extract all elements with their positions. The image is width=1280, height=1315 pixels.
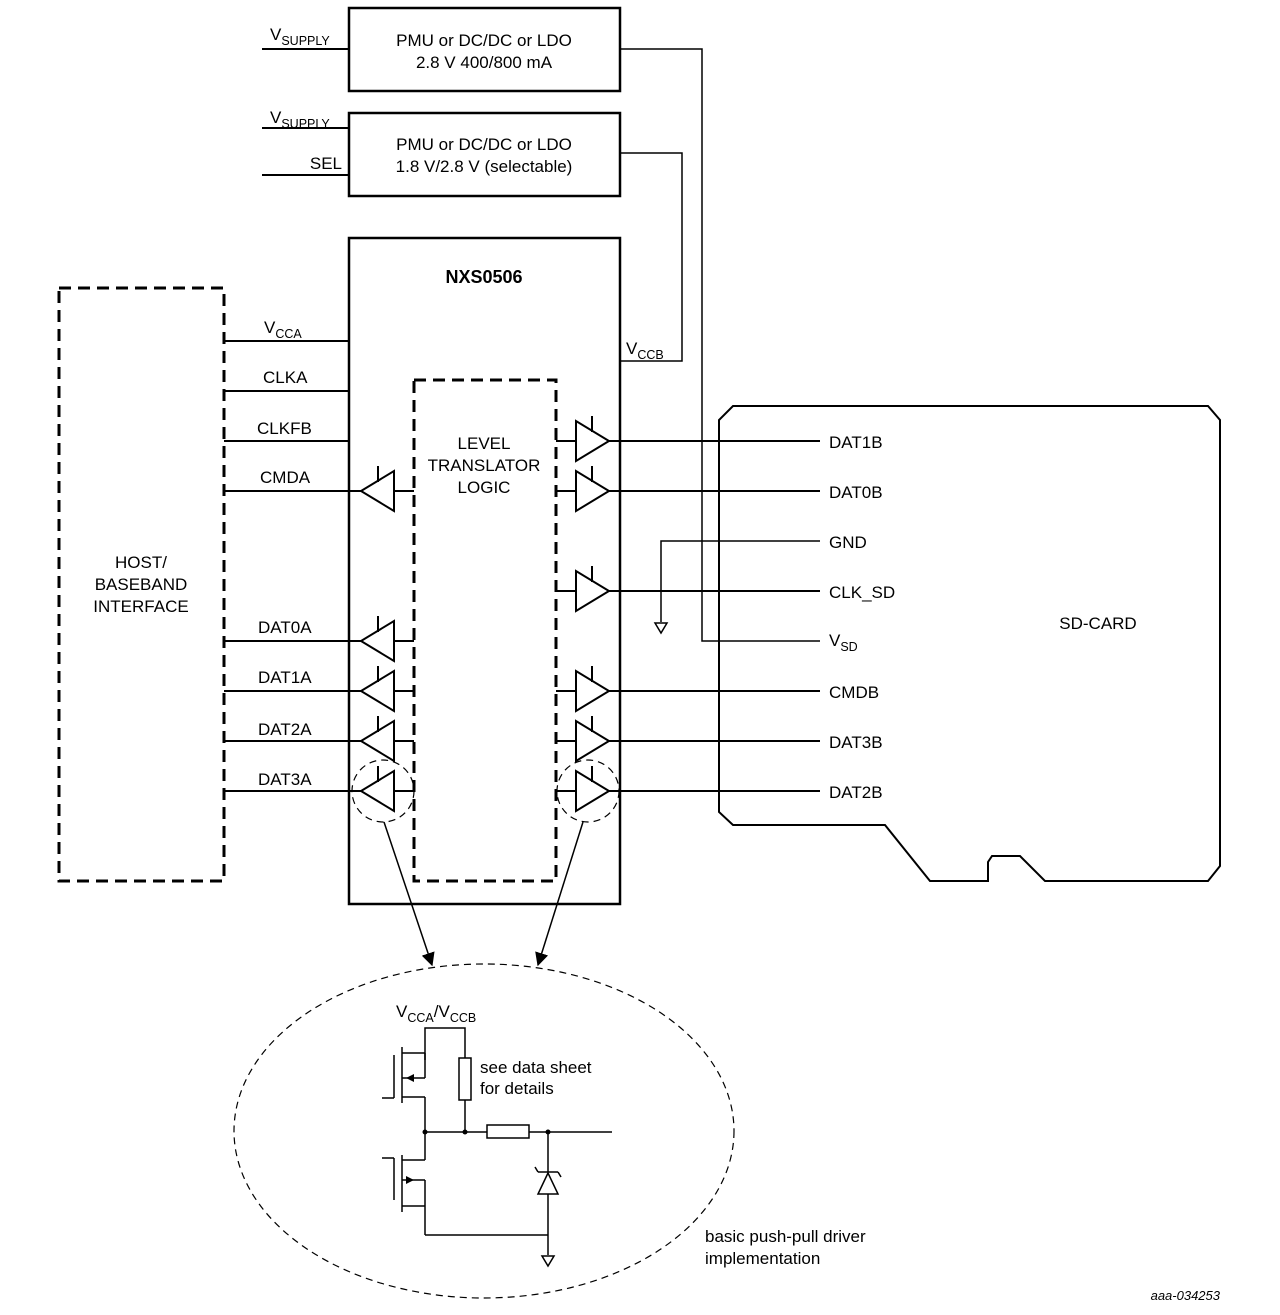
buffer-cmda xyxy=(359,466,414,513)
pin-dat2b: DAT2B xyxy=(829,783,883,802)
pin-dat0a: DAT0A xyxy=(258,618,312,637)
driver-detail: VCCA/VCCB xyxy=(233,963,735,1299)
supply-2-line2: 1.8 V/2.8 V (selectable) xyxy=(396,157,573,176)
buffer-dat3a xyxy=(359,766,414,813)
caption-line2: implementation xyxy=(705,1249,820,1268)
supply-1-line1: PMU or DC/DC or LDO xyxy=(396,31,572,50)
sd-card-label: SD-CARD xyxy=(1059,614,1136,633)
supply-box-1: VSUPPLY PMU or DC/DC or LDO 2.8 V 400/80… xyxy=(262,6,622,93)
host-interface: HOST/ BASEBAND INTERFACE xyxy=(57,286,226,883)
buffer-dat1a xyxy=(359,666,414,713)
supply-2-input-label: VSUPPLY xyxy=(270,108,330,131)
zoom-arrow-right xyxy=(535,821,584,967)
zoom-arrow-left xyxy=(383,821,435,967)
buffer-dat2a xyxy=(359,716,414,763)
figure-reference: aaa-034253 xyxy=(1151,1288,1221,1303)
pin-clkfb: CLKFB xyxy=(257,419,312,438)
detail-note-line1: see data sheet xyxy=(480,1058,592,1077)
pin-dat0b: DAT0B xyxy=(829,483,883,502)
logic-line-2: TRANSLATOR xyxy=(428,456,541,475)
pin-dat3a: DAT3A xyxy=(258,770,312,789)
pin-dat3b: DAT3B xyxy=(829,733,883,752)
detail-supply-label: VCCA/VCCB xyxy=(396,1002,476,1025)
supply-box-2: VSUPPLY SEL PMU or DC/DC or LDO 1.8 V/2.… xyxy=(262,108,622,198)
pin-cmda: CMDA xyxy=(260,468,311,487)
detail-note-line2: for details xyxy=(480,1079,554,1098)
sd-card: SD-CARD xyxy=(718,405,1221,882)
chip-title: NXS0506 xyxy=(445,267,522,287)
pin-clka: CLKA xyxy=(263,368,308,387)
vccb-supply-wire xyxy=(620,152,683,362)
buffer-dat3b xyxy=(556,716,611,763)
pin-gnd: GND xyxy=(829,533,867,552)
supply-1-line2: 2.8 V 400/800 mA xyxy=(416,53,553,72)
pin-dat1b: DAT1B xyxy=(829,433,883,452)
pin-clk-sd: CLK_SD xyxy=(829,583,895,602)
vccb-pin-label: VCCB xyxy=(626,339,664,362)
pin-vcca: VCCA xyxy=(264,318,302,341)
pin-dat2a: DAT2A xyxy=(258,720,312,739)
buffer-dat2b xyxy=(556,766,611,813)
pin-dat1a: DAT1A xyxy=(258,668,312,687)
buffer-dat0a xyxy=(359,616,414,663)
buffer-dat0b xyxy=(556,466,611,513)
vsd-supply-wire xyxy=(620,48,820,642)
supply-2-line1: PMU or DC/DC or LDO xyxy=(396,135,572,154)
buffer-dat1b xyxy=(556,416,611,463)
supply-1-input-label: VSUPPLY xyxy=(270,25,330,48)
caption-line1: basic push-pull driver xyxy=(705,1227,866,1246)
ground-symbol xyxy=(653,540,820,635)
level-translator-box xyxy=(412,378,558,883)
pin-cmdb: CMDB xyxy=(829,683,879,702)
buffer-clk-sd xyxy=(556,566,611,613)
host-line-1: HOST/ xyxy=(115,553,167,572)
host-line-2: BASEBAND xyxy=(95,575,188,594)
highlight-circle-left xyxy=(351,759,415,823)
host-line-3: INTERFACE xyxy=(93,597,188,616)
logic-line-1: LEVEL xyxy=(458,434,511,453)
pin-vsd: VSD xyxy=(829,631,858,654)
supply-2-sel-label: SEL xyxy=(310,154,342,173)
logic-line-3: LOGIC xyxy=(458,478,511,497)
buffer-cmdb xyxy=(556,666,611,713)
